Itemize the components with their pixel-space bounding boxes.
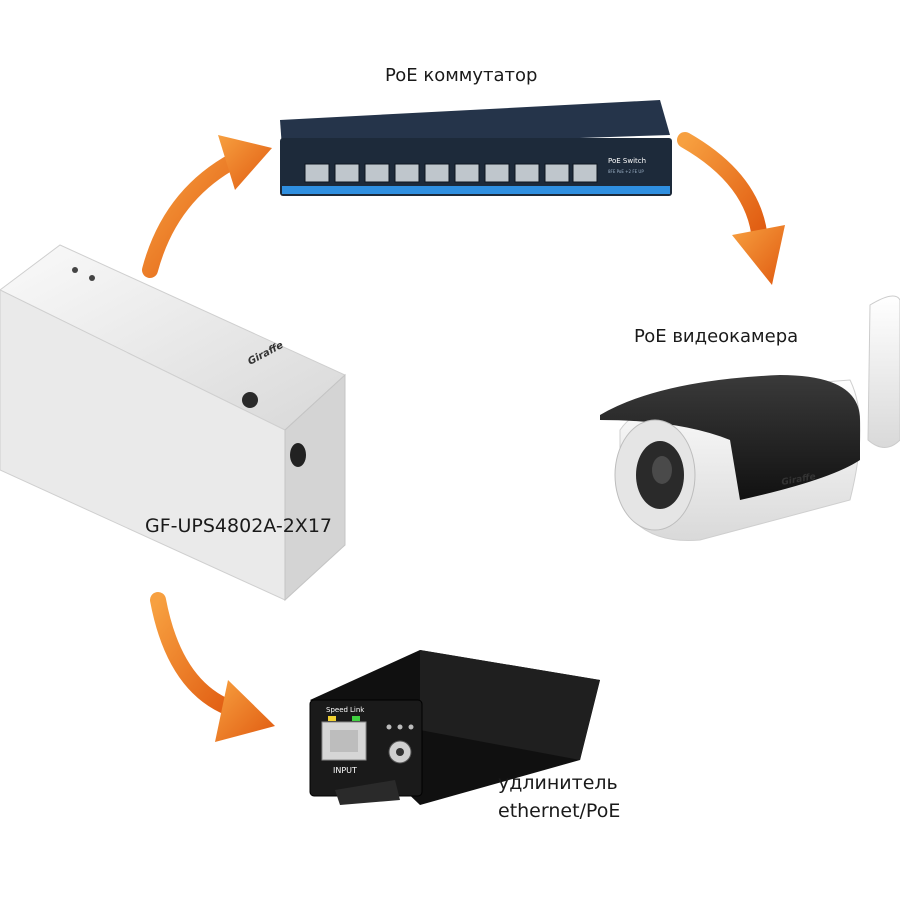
arrow-switch-to-camera	[677, 132, 785, 285]
camera-label: PoE видеокамера	[634, 326, 799, 347]
extender-link-label: Link	[350, 706, 365, 714]
switch-ports	[304, 163, 598, 183]
switch-label: PoE коммутатор	[385, 65, 538, 86]
arrow-ups-to-extender	[150, 592, 275, 742]
poe-switch-device: PoE Switch 8FE PoE +2 FE UP	[280, 100, 672, 196]
extender-label-line2: ethernet/PoE	[498, 800, 621, 822]
extender-input-label: INPUT	[333, 766, 357, 775]
ups-label: GF-UPS4802A-2X17	[145, 515, 333, 537]
extender-speed-label: Speed	[326, 706, 348, 714]
switch-brand-text: PoE Switch	[608, 157, 646, 165]
extender-device: Speed Link INPUT	[309, 650, 600, 805]
extender-label-line1: удлинитель	[498, 772, 618, 794]
ups-device: Giraffe	[0, 244, 346, 602]
arrow-ups-to-switch	[142, 135, 272, 278]
switch-sub-text: 8FE PoE +2 FE UP	[608, 169, 644, 174]
poe-camera-device: Giraffe	[600, 295, 900, 541]
